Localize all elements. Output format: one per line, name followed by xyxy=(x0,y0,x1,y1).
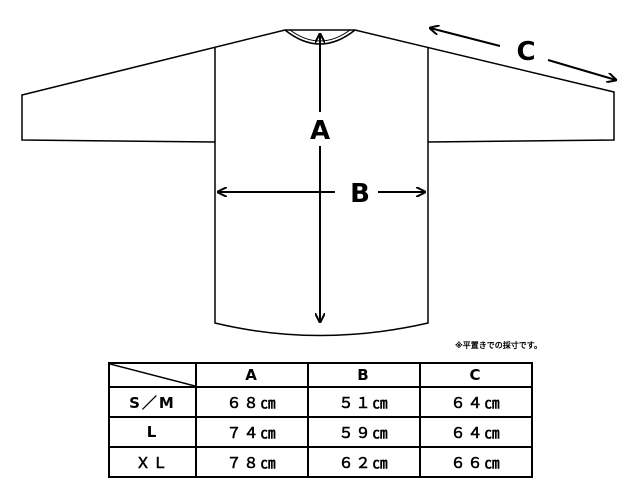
arrow-c-upleft xyxy=(430,28,501,47)
table-row: S／M ６８㎝ ５１㎝ ６４㎝ xyxy=(108,386,533,418)
measurement-note: ※平置きでの採寸です。 xyxy=(455,341,542,350)
table-header-a: A xyxy=(195,362,309,388)
arrow-c-downright xyxy=(547,59,616,80)
table-cell: ７８㎝ xyxy=(195,446,309,478)
table-cell: ７４㎝ xyxy=(195,416,309,448)
table-cell: ６４㎝ xyxy=(419,386,533,418)
row-size-label: ＸＬ xyxy=(108,446,197,478)
table-corner-cell xyxy=(108,362,197,388)
corner-diagonal xyxy=(110,364,195,386)
label-c: C xyxy=(516,37,535,67)
table-row: ＸＬ ７８㎝ ６２㎝ ６６㎝ xyxy=(108,446,533,478)
table-cell: ６６㎝ xyxy=(419,446,533,478)
table-cell: ６２㎝ xyxy=(307,446,421,478)
shirt-diagram: A B C xyxy=(21,0,640,337)
table-row: L ７４㎝ ５９㎝ ６４㎝ xyxy=(108,416,533,448)
table-header-row: A B C xyxy=(108,362,533,388)
row-size-label: L xyxy=(108,416,197,448)
table-cell: ６８㎝ xyxy=(195,386,309,418)
row-size-label: S／M xyxy=(108,386,197,418)
size-table: A B C S／M ６８㎝ ５１㎝ ６４㎝ L ７４㎝ ５９㎝ ６４㎝ ＸＬ ７… xyxy=(108,362,533,478)
table-cell: ５１㎝ xyxy=(307,386,421,418)
table-header-c: C xyxy=(419,362,533,388)
label-a: A xyxy=(310,116,330,146)
table-cell: ５９㎝ xyxy=(307,416,421,448)
label-b: B xyxy=(350,179,370,209)
shirt-outline xyxy=(21,29,615,337)
table-header-b: B xyxy=(307,362,421,388)
table-cell: ６４㎝ xyxy=(419,416,533,448)
